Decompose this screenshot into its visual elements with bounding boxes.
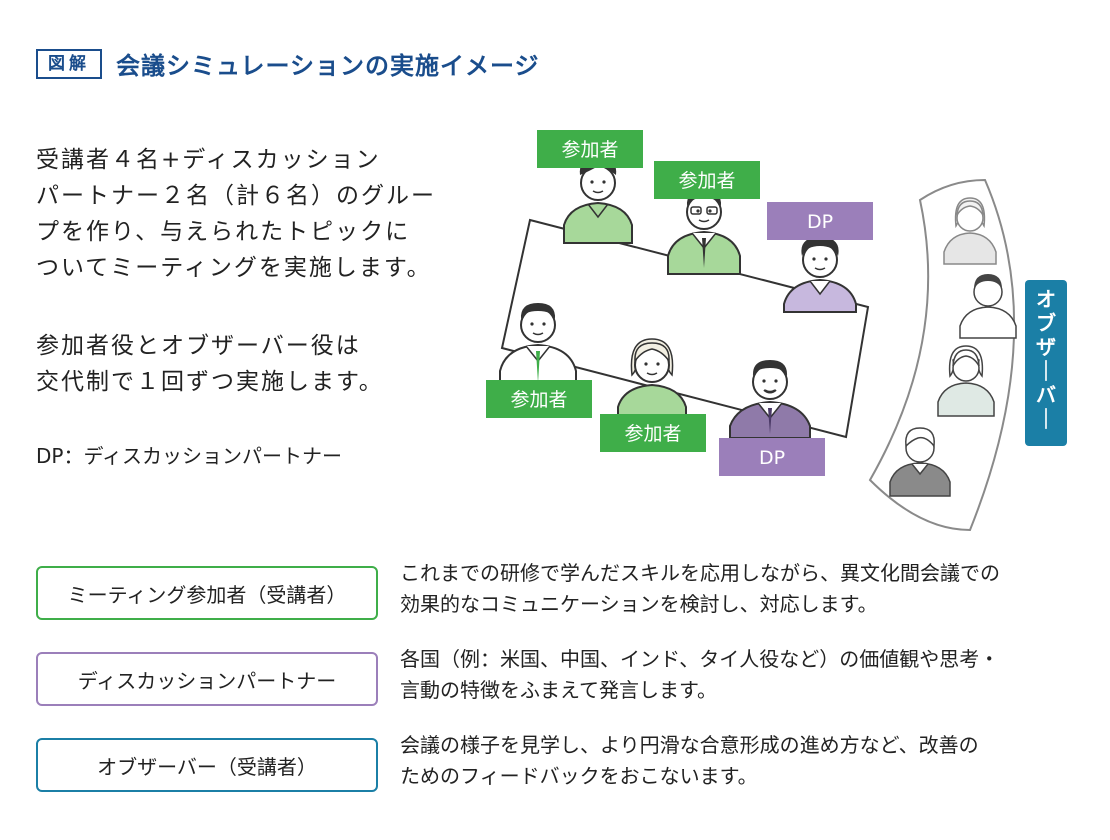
observer-label-char: ブ	[1036, 311, 1056, 335]
observer-label-char: ｜	[1036, 359, 1056, 383]
dp-label-2: DP	[719, 438, 825, 476]
description-line: ついてミーティングを実施します。	[36, 255, 432, 281]
observer-label-char: ザ	[1036, 335, 1056, 359]
participant-label-text: 参加者	[561, 139, 618, 161]
dp-label-text: DP	[759, 447, 785, 469]
participant-figure-2	[667, 190, 741, 275]
header-badge: 図解	[36, 48, 102, 79]
role-description-dp: 各国（例：米国、中国、インド、タイ人役など）の価値観や思考・ 言動の特徴をふまえ…	[400, 644, 1080, 706]
role-description-line: 効果的なコミュニケーションを検討し、対応します。	[400, 592, 878, 616]
description-line: パートナー２名（計６名）のグルー	[36, 183, 436, 209]
description-line: 交代制で１回ずつ実施します。	[36, 369, 384, 395]
participant-label-1: 参加者	[537, 130, 643, 168]
header: 図解 会議シミュレーションの実施イメージ	[36, 46, 540, 81]
role-box-participant: ミーティング参加者（受講者）	[36, 566, 378, 620]
participant-label-2: 参加者	[654, 161, 760, 199]
description-line: プを作り、与えられたトピックに	[36, 219, 411, 245]
participant-figure-1	[563, 158, 633, 244]
observer-label-text: オブザ｜バ｜	[1036, 287, 1056, 431]
observer-figure-2	[959, 274, 1017, 339]
observer-figure-1	[943, 197, 997, 265]
observer-label-char: オ	[1036, 287, 1056, 311]
dp-figure-2	[729, 360, 811, 439]
role-description-observer: 会議の様子を見学し、より円滑な合意形成の進め方など、改善の ためのフィードバック…	[400, 730, 1080, 792]
dp-label-1: DP	[767, 202, 873, 240]
dp-figure-1	[783, 236, 857, 313]
observer-figure-3	[937, 345, 995, 417]
meeting-diagram: 参加者 参加者 DP 参加者 参加者 DP	[486, 130, 1067, 532]
page-title: 会議シミュレーションの実施イメージ	[116, 52, 540, 80]
participant-label-text: 参加者	[510, 389, 567, 411]
description-line: 参加者役とオブザーバー役は	[36, 333, 361, 359]
description-line: 受講者４名+ディスカッション	[36, 147, 381, 173]
role-description-line: 各国（例：米国、中国、インド、タイ人役など）の価値観や思考・	[400, 647, 1000, 671]
role-box-observer: オブザーバー（受講者）	[36, 738, 378, 792]
role-description-line: これまでの研修で学んだスキルを応用しながら、異文化間会議での	[400, 561, 1000, 585]
participant-figure-4	[617, 338, 687, 416]
participant-label-text: 参加者	[678, 170, 735, 192]
participant-label-3: 参加者	[486, 380, 592, 418]
observer-label-char: バ	[1036, 383, 1056, 407]
observer-label-char: ｜	[1036, 407, 1056, 431]
role-description-participant: これまでの研修で学んだスキルを応用しながら、異文化間会議での 効果的なコミュニケ…	[400, 558, 1080, 620]
role-box-dp: ディスカッションパートナー	[36, 652, 378, 706]
role-description-line: 会議の様子を見学し、より円滑な合意形成の進め方など、改善の	[400, 733, 979, 757]
participant-label-text: 参加者	[624, 423, 681, 445]
description-line: DP：ディスカッションパートナー	[36, 444, 343, 468]
participant-figure-3	[499, 303, 577, 388]
dp-label-text: DP	[807, 211, 833, 233]
observer-label: オブザ｜バ｜	[1025, 280, 1067, 446]
participant-label-4: 参加者	[600, 414, 706, 452]
role-description-line: 言動の特徴をふまえて発言します。	[400, 678, 717, 702]
observer-figure-4	[889, 427, 951, 497]
role-description-line: ためのフィードバックをおこないます。	[400, 764, 758, 788]
description-paragraph-2: 参加者役とオブザーバー役は 交代制で１回ずつ実施します。	[36, 328, 456, 400]
description-paragraph-1: 受講者４名+ディスカッション パートナー２名（計６名）のグルー プを作り、与えら…	[36, 142, 456, 286]
dp-abbreviation-note: DP：ディスカッションパートナー	[36, 438, 456, 474]
